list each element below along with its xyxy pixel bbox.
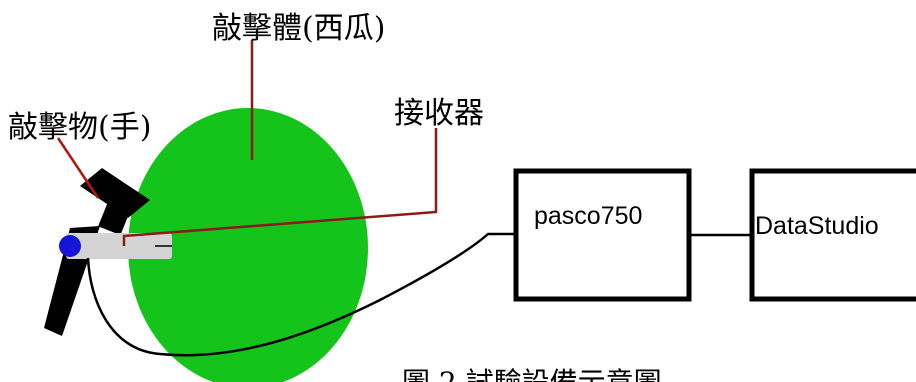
datastudio-box (749, 168, 916, 302)
leader-line-receiver (122, 128, 438, 246)
leader-line-striker (56, 137, 100, 199)
pasco750-box (513, 168, 692, 302)
receiver-sensor (59, 233, 172, 259)
watermelon-shape (128, 108, 368, 382)
label-receiver: 接收器 (394, 96, 484, 131)
datastudio-label: DataStudio (755, 212, 879, 240)
figure-caption: 圖 2 試驗設備示意圖 (402, 366, 662, 382)
sensor-tip (59, 235, 81, 257)
pasco750-label: pasco750 (534, 202, 642, 230)
label-struck-body: 敲擊體(西瓜) (212, 11, 385, 46)
signal-cable (86, 232, 544, 357)
label-striker: 敲擊物(手) (8, 110, 151, 145)
